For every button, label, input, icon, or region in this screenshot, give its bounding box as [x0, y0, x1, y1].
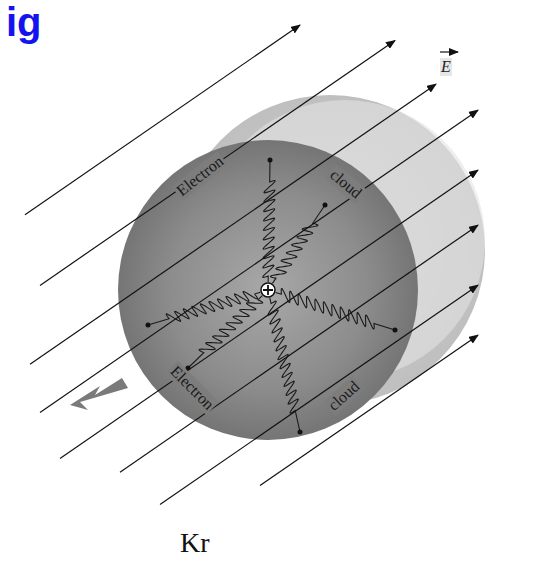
title-fragment: ig	[6, 2, 42, 42]
field-line	[260, 335, 478, 485]
electron-dot	[323, 203, 328, 208]
field-lines	[25, 25, 478, 505]
field-line	[25, 25, 300, 215]
shift-arrow	[70, 378, 128, 410]
nucleus	[261, 283, 275, 297]
cloud-label: cloud	[323, 376, 364, 416]
electron-dot	[298, 430, 303, 435]
vector-arrow	[440, 51, 458, 52]
electron-dot	[146, 323, 151, 328]
electron-dot	[393, 328, 398, 333]
field-symbol: E	[440, 58, 452, 76]
field-line	[40, 40, 395, 285]
cloud-label: Electron	[165, 361, 219, 415]
field-line	[40, 110, 478, 412]
electron-cloud: ElectroncloudElectroncloud	[118, 140, 418, 440]
field-line	[160, 285, 478, 504]
element-label: Kr	[180, 528, 210, 558]
electron-dot	[268, 158, 273, 163]
field-line	[120, 225, 478, 472]
spring	[188, 296, 263, 368]
electron-cloud	[118, 140, 418, 440]
cloud-label: Electron	[172, 151, 229, 201]
field-line	[60, 170, 478, 458]
field-line	[30, 84, 436, 364]
spring	[148, 292, 260, 326]
spring	[263, 160, 276, 282]
spring	[271, 205, 325, 283]
plus-sign	[263, 285, 273, 295]
